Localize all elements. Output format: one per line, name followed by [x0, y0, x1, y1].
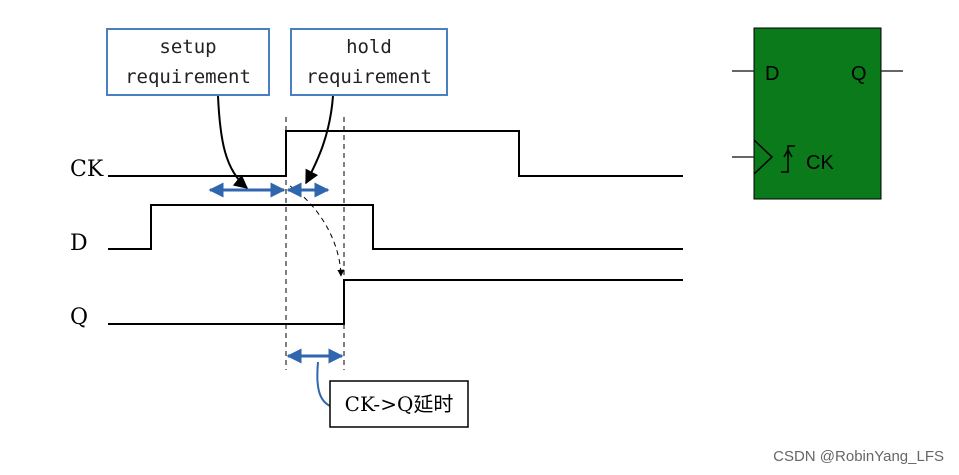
rising-edge-icon: [781, 145, 795, 173]
flipflop-ck-label: CK: [806, 152, 834, 174]
q-signal-label: Q: [70, 305, 88, 330]
hold-box-line1: hold: [346, 36, 392, 58]
setup-box-line2: requirement: [125, 66, 251, 88]
hold-callout-arrow: [305, 95, 334, 185]
ck-signal-label: CK: [70, 157, 104, 182]
flipflop-d-label: D: [765, 63, 779, 85]
delay-label-box: [329, 380, 469, 428]
delay-label: CK->Q延时: [345, 392, 454, 416]
d-signal-label: D: [70, 231, 88, 256]
watermark: CSDN @RobinYang_LFS: [773, 448, 944, 465]
rising-edge-arrow-icon: [783, 148, 793, 158]
q-waveform: [108, 279, 683, 325]
d-waveform: [108, 204, 683, 250]
setup-callout-arrow: [217, 95, 249, 189]
flipflop-q-label: Q: [851, 63, 867, 85]
flipflop-body: [753, 27, 882, 200]
delay-callout-line: [316, 361, 331, 407]
hold-box-line2: requirement: [306, 66, 432, 88]
hold-requirement-box: [290, 28, 448, 96]
ck-waveform: [108, 130, 683, 177]
ck-to-q-curve: [289, 185, 345, 277]
setup-box-line1: setup: [159, 36, 216, 58]
setup-requirement-box: [106, 28, 270, 96]
clock-triangle-icon: [753, 139, 774, 175]
